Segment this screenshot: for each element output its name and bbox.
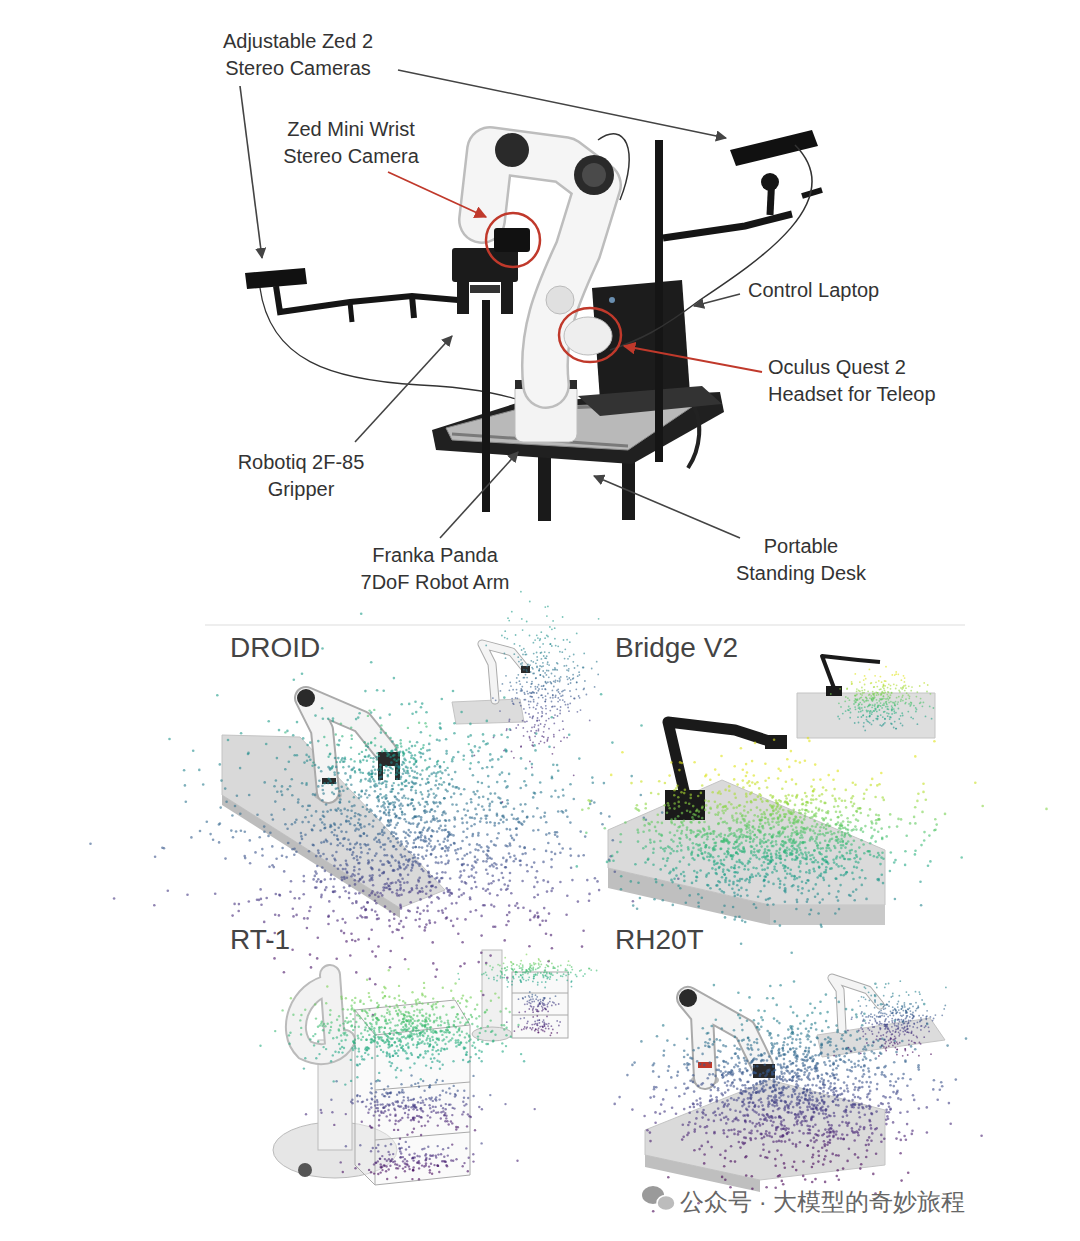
figure-stage: Adjustable Zed 2 Stereo CamerasZed Mini … (0, 0, 1080, 1241)
